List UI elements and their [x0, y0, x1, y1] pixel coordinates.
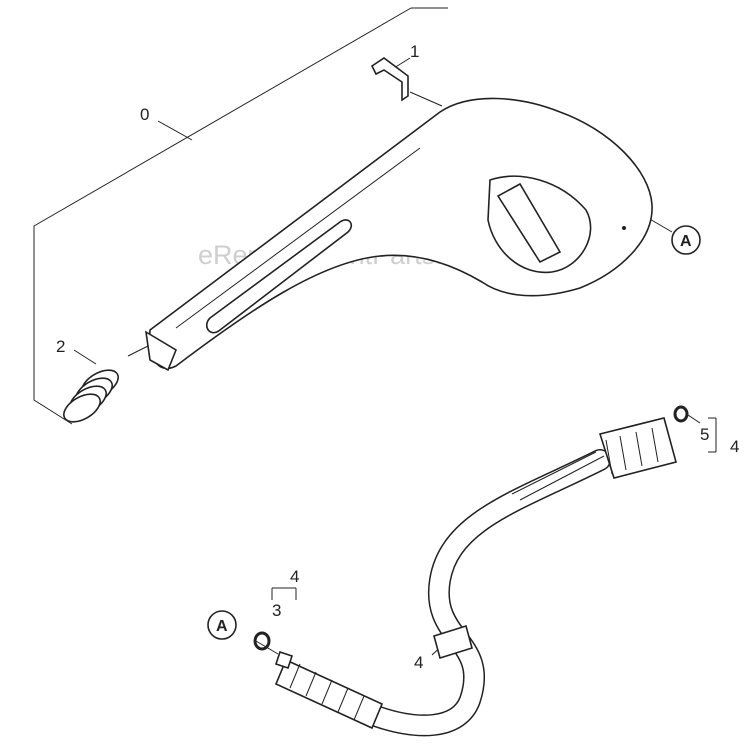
oring-left: [253, 631, 271, 651]
callout-4-right: 4: [730, 437, 739, 456]
callout-4-hose: 4: [414, 653, 423, 672]
callout-5: 5: [700, 425, 709, 444]
callout-2: 2: [56, 337, 65, 356]
callout-1: 1: [410, 42, 419, 61]
spring: [63, 369, 119, 423]
callout-0: 0: [140, 105, 149, 124]
connector-ref-top: A: [671, 225, 701, 255]
retaining-clip: [370, 57, 409, 102]
hose-assembly: [274, 417, 677, 737]
oring-right: [673, 405, 689, 423]
callout-3: 3: [272, 601, 281, 620]
connector-ref-top-label: A: [680, 233, 692, 250]
assembly-bracket: [33, 7, 448, 425]
connector-ref-bottom-label: A: [216, 618, 228, 635]
hose-label-tag: [433, 624, 473, 660]
spray-gun-handle: [144, 97, 653, 372]
callout-4-left: 4: [290, 567, 299, 586]
connector-ref-bottom: A: [207, 610, 237, 640]
